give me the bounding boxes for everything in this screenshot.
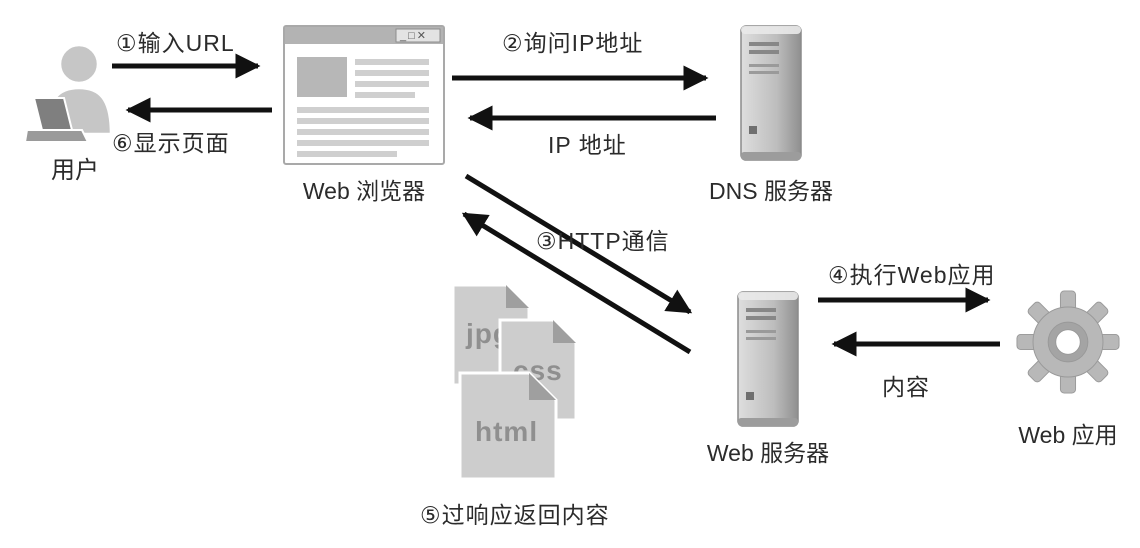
user-icon bbox=[23, 36, 124, 156]
browser-label: Web 浏览器 bbox=[302, 178, 426, 204]
label-step2: ②询问IP地址 bbox=[502, 30, 644, 56]
label-content: 内容 bbox=[882, 374, 930, 400]
dns-server-icon bbox=[738, 22, 804, 164]
file-html-label: html bbox=[475, 416, 539, 447]
label-step4: ④执行Web应用 bbox=[828, 262, 996, 288]
arrow-step3-response bbox=[461, 211, 692, 355]
browser-window-icon: _□✕ bbox=[283, 25, 445, 165]
label-ip: IP 地址 bbox=[548, 132, 627, 158]
user-label: 用户 bbox=[51, 157, 99, 184]
file-html: html bbox=[457, 370, 559, 482]
window-controls-icon: _□✕ bbox=[399, 30, 428, 42]
label-step3: ③HTTP通信 bbox=[536, 228, 670, 254]
web-server-label: Web 服务器 bbox=[706, 440, 830, 466]
web-app-gear-icon bbox=[1016, 290, 1120, 394]
dns-server-label: DNS 服务器 bbox=[709, 178, 833, 204]
label-step6: ⑥显示页面 bbox=[112, 130, 230, 156]
web-server-icon bbox=[735, 288, 801, 430]
label-step1: ①输入URL bbox=[116, 30, 235, 56]
label-step5: ⑤过响应返回内容 bbox=[420, 502, 610, 528]
web-app-label: Web 应用 bbox=[1018, 422, 1118, 448]
arrow-step3-request bbox=[464, 173, 693, 315]
